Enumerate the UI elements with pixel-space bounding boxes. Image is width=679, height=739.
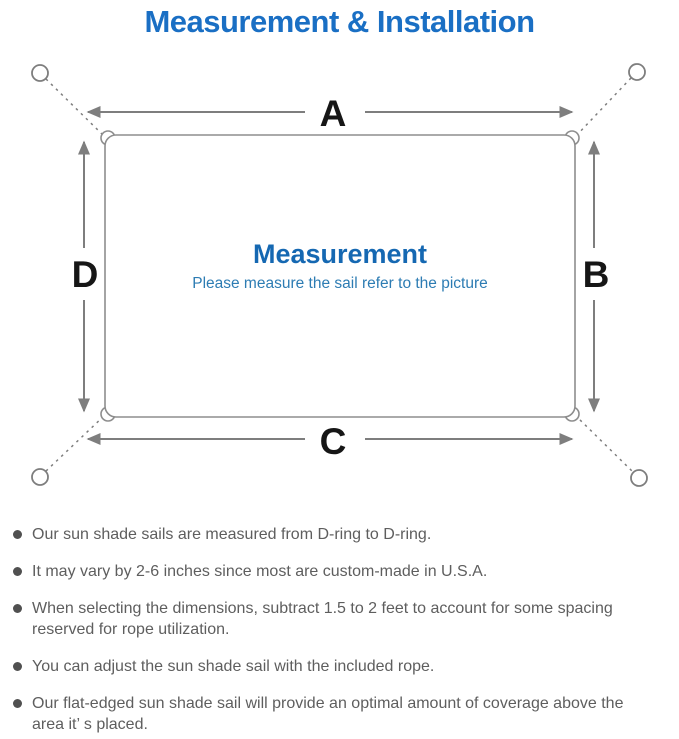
bullet-icon	[13, 530, 22, 539]
anchor-ring-top-left	[31, 64, 49, 82]
sail-outline	[104, 134, 576, 418]
anchor-ring-bottom-left	[31, 468, 49, 486]
measurement-notes-list: Our sun shade sails are measured from D-…	[0, 524, 679, 735]
page-title: Measurement & Installation	[144, 4, 535, 39]
note-text: It may vary by 2-6 inches since most are…	[32, 563, 488, 580]
dimension-label-c: C	[320, 421, 347, 462]
bullet-icon	[13, 567, 22, 576]
dimension-label-a: A	[320, 93, 347, 134]
note-item: When selecting the dimensions, subtract …	[13, 598, 632, 640]
note-item: You can adjust the sun shade sail with t…	[13, 656, 632, 677]
note-text: Our sun shade sails are measured from D-…	[32, 526, 432, 543]
note-item: Our sun shade sails are measured from D-…	[13, 524, 632, 545]
dimension-label-d: D	[72, 254, 99, 295]
note-item: Our flat-edged sun shade sail will provi…	[13, 693, 632, 735]
note-item: It may vary by 2-6 inches since most are…	[13, 561, 632, 582]
bullet-icon	[13, 699, 22, 708]
anchor-ring-bottom-right	[630, 469, 648, 487]
note-text: You can adjust the sun shade sail with t…	[32, 658, 435, 675]
bullet-icon	[13, 604, 22, 613]
note-text: When selecting the dimensions, subtract …	[32, 600, 613, 638]
guy-line-bottom-right	[574, 414, 634, 473]
anchor-ring-top-right	[628, 63, 646, 81]
bullet-icon	[13, 662, 22, 671]
diagram-subtitle: Please measure the sail refer to the pic…	[192, 275, 488, 292]
dimension-label-b: B	[583, 254, 610, 295]
guy-line-top-left	[45, 78, 106, 138]
guy-line-bottom-left	[45, 414, 106, 472]
note-text: Our flat-edged sun shade sail will provi…	[32, 695, 624, 733]
sail-measurement-diagram: A C D B Measurement Please measure the s…	[31, 63, 648, 487]
guy-line-top-right	[574, 77, 632, 138]
diagram-heading: Measurement	[253, 239, 427, 269]
